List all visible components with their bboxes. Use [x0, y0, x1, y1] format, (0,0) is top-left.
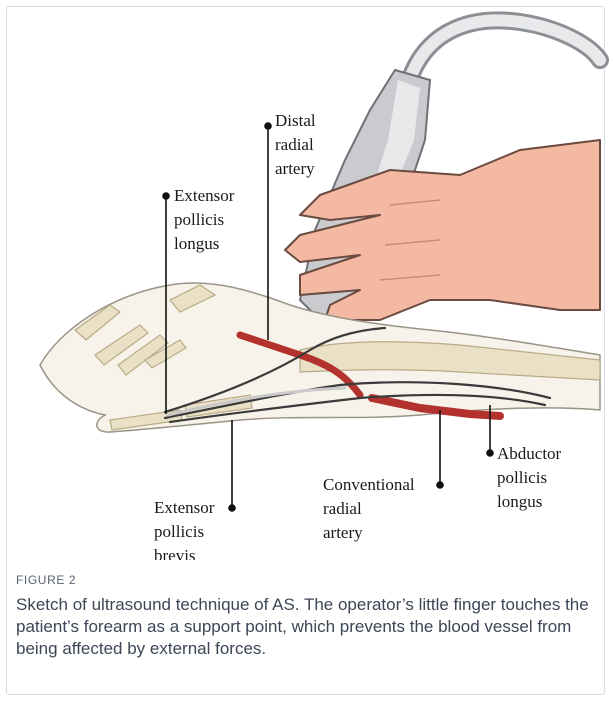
- figure-caption: Sketch of ultrasound technique of AS. Th…: [16, 594, 596, 660]
- label-abductor-pollicis-longus: Abductor pollicis longus: [497, 444, 565, 511]
- label-extensor-pollicis-brevis: Extensor pollicis brevis: [154, 498, 219, 560]
- figure-number: FIGURE 2: [16, 573, 76, 587]
- label-extensor-pollicis-longus: Extensor pollicis longus: [174, 186, 239, 253]
- operator-hand: [285, 140, 600, 320]
- ultrasound-sketch: Distal radial artery Extensor pollicis l…: [0, 0, 613, 560]
- label-conventional-radial-artery: Conventional radial artery: [323, 475, 419, 542]
- label-distal-radial-artery: Distal radial artery: [275, 111, 320, 178]
